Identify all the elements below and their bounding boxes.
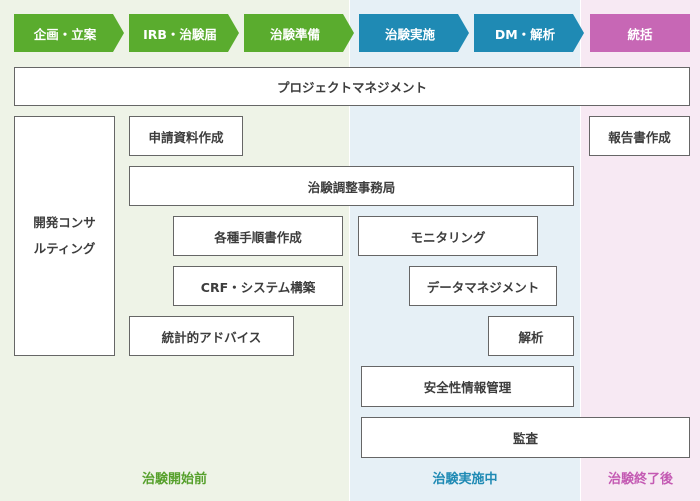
step-preparation: 治験準備 <box>244 14 354 52</box>
service-application-documents: 申請資料作成 <box>129 116 243 156</box>
service-audit: 監査 <box>361 417 690 458</box>
step-execution: 治験実施 <box>359 14 469 52</box>
service-report-writing: 報告書作成 <box>589 116 690 156</box>
step-irb: IRB・治験届 <box>129 14 239 52</box>
service-safety-management: 安全性情報管理 <box>361 366 574 407</box>
service-development-consulting: 開発コンサ ルティング <box>14 116 115 356</box>
service-monitoring: モニタリング <box>358 216 538 256</box>
step-summary: 統括 <box>590 14 690 52</box>
phase-label-post-trial: 治験終了後 <box>607 472 673 487</box>
phase-label-pre-trial: 治験開始前 <box>141 472 207 487</box>
service-data-management: データマネジメント <box>409 266 557 306</box>
step-dm-analysis: DM・解析 <box>474 14 584 52</box>
service-development-consulting-line2: ルティング <box>33 241 96 256</box>
service-trial-office: 治験調整事務局 <box>129 166 574 206</box>
service-development-consulting-line1: 開発コンサ <box>33 215 96 230</box>
service-crf-system: CRF・システム構築 <box>173 266 343 306</box>
step-planning: 企画・立案 <box>14 14 124 52</box>
service-analysis: 解析 <box>488 316 574 356</box>
phase-label-during-trial: 治験実施中 <box>432 472 498 487</box>
service-project-management: プロジェクトマネジメント <box>14 67 690 106</box>
service-statistical-advice: 統計的アドバイス <box>129 316 294 356</box>
service-protocol-writing: 各種手順書作成 <box>173 216 343 256</box>
